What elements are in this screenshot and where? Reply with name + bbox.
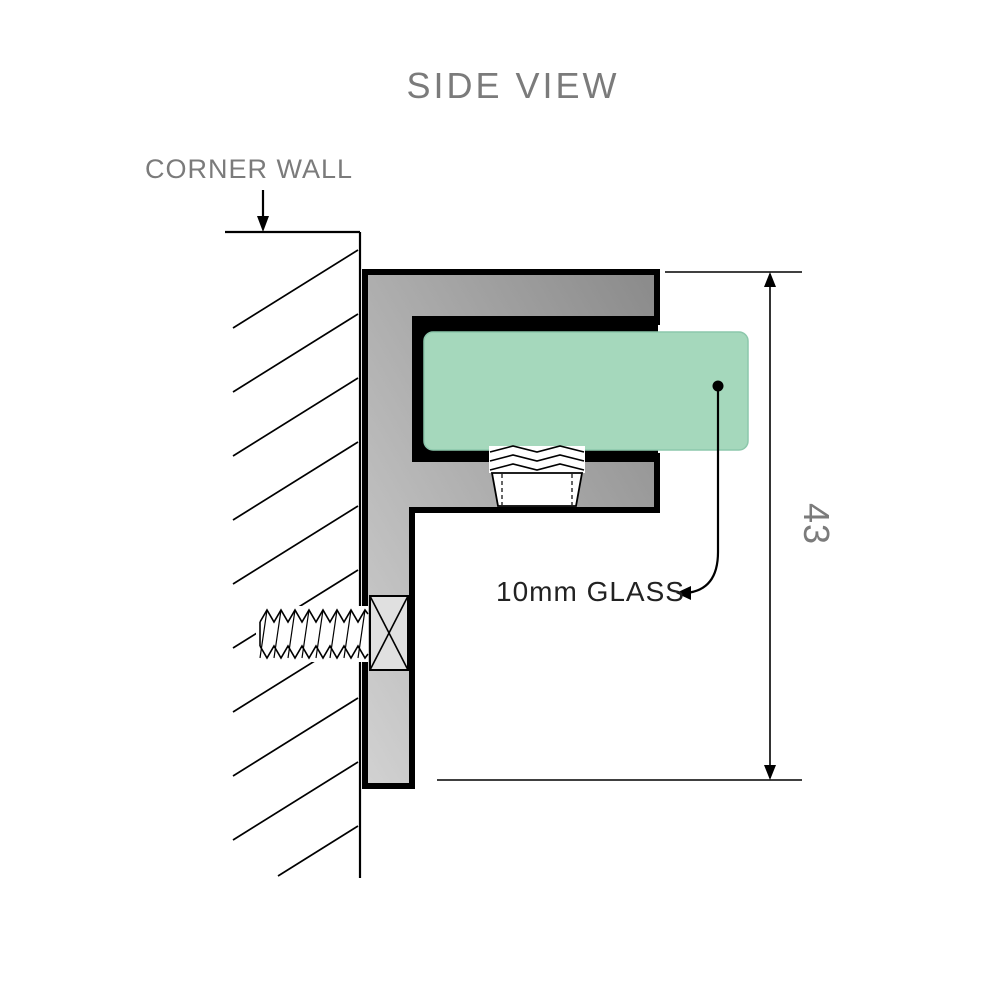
dimension: 43 [437,271,837,781]
corner-wall-label: CORNER WALL [145,154,353,184]
wall-hatching [232,249,359,877]
glass-label: 10mm GLASS [496,576,685,607]
corner-wall-arrow [257,190,269,232]
leader-dot [712,380,724,392]
wall-line [225,230,362,878]
leader-arrowhead [676,586,691,600]
dimension-label: 43 [796,503,837,545]
screw [256,595,409,671]
dimension-arrow-down [764,765,776,780]
page-title: SIDE VIEW [406,65,619,106]
glass-leader [676,380,724,600]
screw-head [369,595,409,671]
glass-panel [423,331,749,451]
gasket-cup [490,472,584,507]
dimension-arrow-up [764,272,776,287]
gasket [489,445,585,507]
